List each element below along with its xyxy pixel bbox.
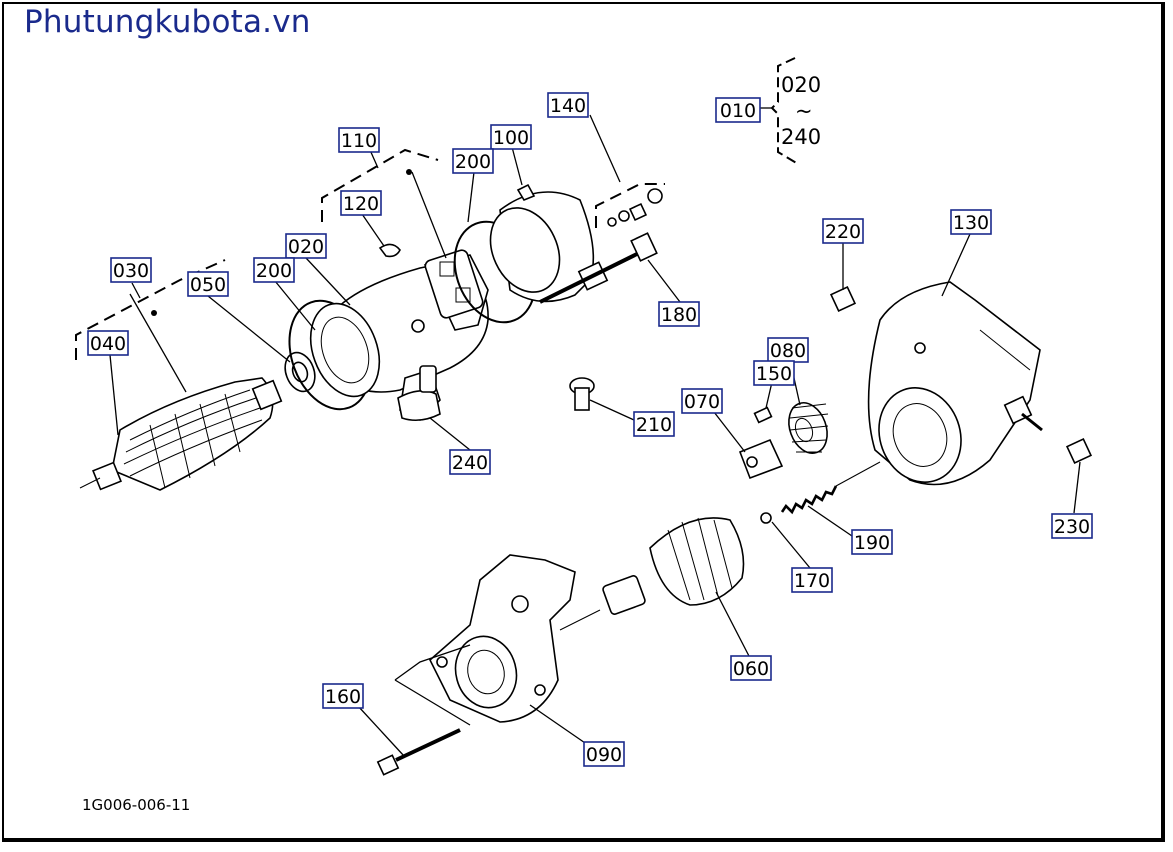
nut-top-part	[829, 285, 857, 313]
svg-text:200: 200	[455, 151, 491, 173]
assembly-range-to: 240	[781, 125, 821, 149]
spring-part	[780, 461, 881, 515]
ball-part	[760, 512, 772, 524]
svg-text:180: 180	[661, 304, 697, 326]
callout-160[interactable]: 160	[322, 683, 364, 709]
idle-gear-part	[788, 402, 829, 454]
callout-050[interactable]: 050	[187, 271, 229, 297]
motor-housing-part	[867, 281, 1043, 486]
nut-right-part	[1065, 437, 1093, 465]
callout-080[interactable]: 080	[767, 337, 809, 363]
armature-group-bracket	[75, 259, 226, 360]
callout-020[interactable]: 020	[285, 233, 327, 259]
callout-120[interactable]: 120	[340, 190, 382, 216]
callout-190[interactable]: 190	[851, 529, 893, 555]
callout-150[interactable]: 150	[753, 360, 795, 386]
svg-text:080: 080	[770, 340, 806, 362]
svg-text:230: 230	[1054, 516, 1090, 538]
callout-110[interactable]: 110	[338, 127, 380, 153]
callout-200-upper[interactable]: 200	[452, 148, 494, 174]
svg-text:150: 150	[756, 363, 792, 385]
svg-text:020: 020	[288, 236, 324, 258]
svg-text:170: 170	[794, 570, 830, 592]
armature-part	[79, 377, 283, 491]
fastener-set-part	[607, 188, 663, 227]
callout-230[interactable]: 230	[1051, 513, 1093, 539]
drawing-code: 1G006-006-11	[82, 796, 191, 814]
svg-text:220: 220	[825, 221, 861, 243]
svg-text:070: 070	[684, 391, 720, 413]
svg-text:160: 160	[325, 686, 361, 708]
svg-text:060: 060	[733, 658, 769, 680]
callout-170[interactable]: 170	[791, 567, 833, 593]
assembly-range-separator: ~	[795, 99, 813, 123]
front-bracket-part	[429, 554, 576, 723]
callout-180[interactable]: 180	[658, 301, 700, 327]
svg-text:040: 040	[90, 333, 126, 355]
svg-text:100: 100	[493, 127, 529, 149]
assembly-range-from: 020	[781, 73, 821, 97]
svg-text:090: 090	[586, 744, 622, 766]
callout-220[interactable]: 220	[822, 218, 864, 244]
svg-text:050: 050	[190, 274, 226, 296]
armature-group-dot	[151, 310, 157, 316]
svg-text:010: 010	[720, 100, 756, 122]
callout-030[interactable]: 030	[110, 257, 152, 283]
assembly-range-brace	[760, 57, 799, 165]
svg-text:210: 210	[636, 414, 672, 436]
svg-text:200: 200	[256, 260, 292, 282]
svg-text:030: 030	[113, 260, 149, 282]
overrunning-clutch-part	[559, 517, 745, 631]
callout-130[interactable]: 130	[950, 209, 992, 235]
long-bolt-part	[376, 728, 461, 776]
callout-090[interactable]: 090	[583, 741, 625, 767]
retainer-part	[738, 438, 784, 480]
callout-010[interactable]: 010	[715, 97, 761, 123]
rear-end-frame-part	[489, 183, 609, 303]
through-bolt-part	[539, 232, 658, 304]
svg-text:130: 130	[953, 212, 989, 234]
callout-070[interactable]: 070	[681, 388, 723, 414]
svg-text:110: 110	[341, 130, 377, 152]
svg-text:240: 240	[452, 452, 488, 474]
brand-watermark: Phutungkubota.vn	[24, 4, 311, 40]
fastener-group-bracket	[595, 183, 665, 228]
screw-part	[569, 377, 595, 411]
leader-lines	[109, 114, 1081, 757]
brush-group-dot	[406, 169, 412, 175]
clip-part	[378, 243, 401, 258]
callout-240[interactable]: 240	[449, 449, 491, 475]
callout-100[interactable]: 100	[490, 124, 532, 150]
callout-210[interactable]: 210	[633, 411, 675, 437]
callout-040[interactable]: 040	[87, 330, 129, 356]
solenoid-terminal-part	[397, 365, 441, 422]
svg-text:190: 190	[854, 532, 890, 554]
svg-text:140: 140	[550, 95, 586, 117]
svg-text:120: 120	[343, 193, 379, 215]
callout-140[interactable]: 140	[547, 92, 589, 118]
brush-group-bracket	[321, 148, 439, 222]
pin-part	[753, 406, 773, 424]
callout-200-lower[interactable]: 200	[253, 257, 295, 283]
callout-060[interactable]: 060	[730, 655, 772, 681]
